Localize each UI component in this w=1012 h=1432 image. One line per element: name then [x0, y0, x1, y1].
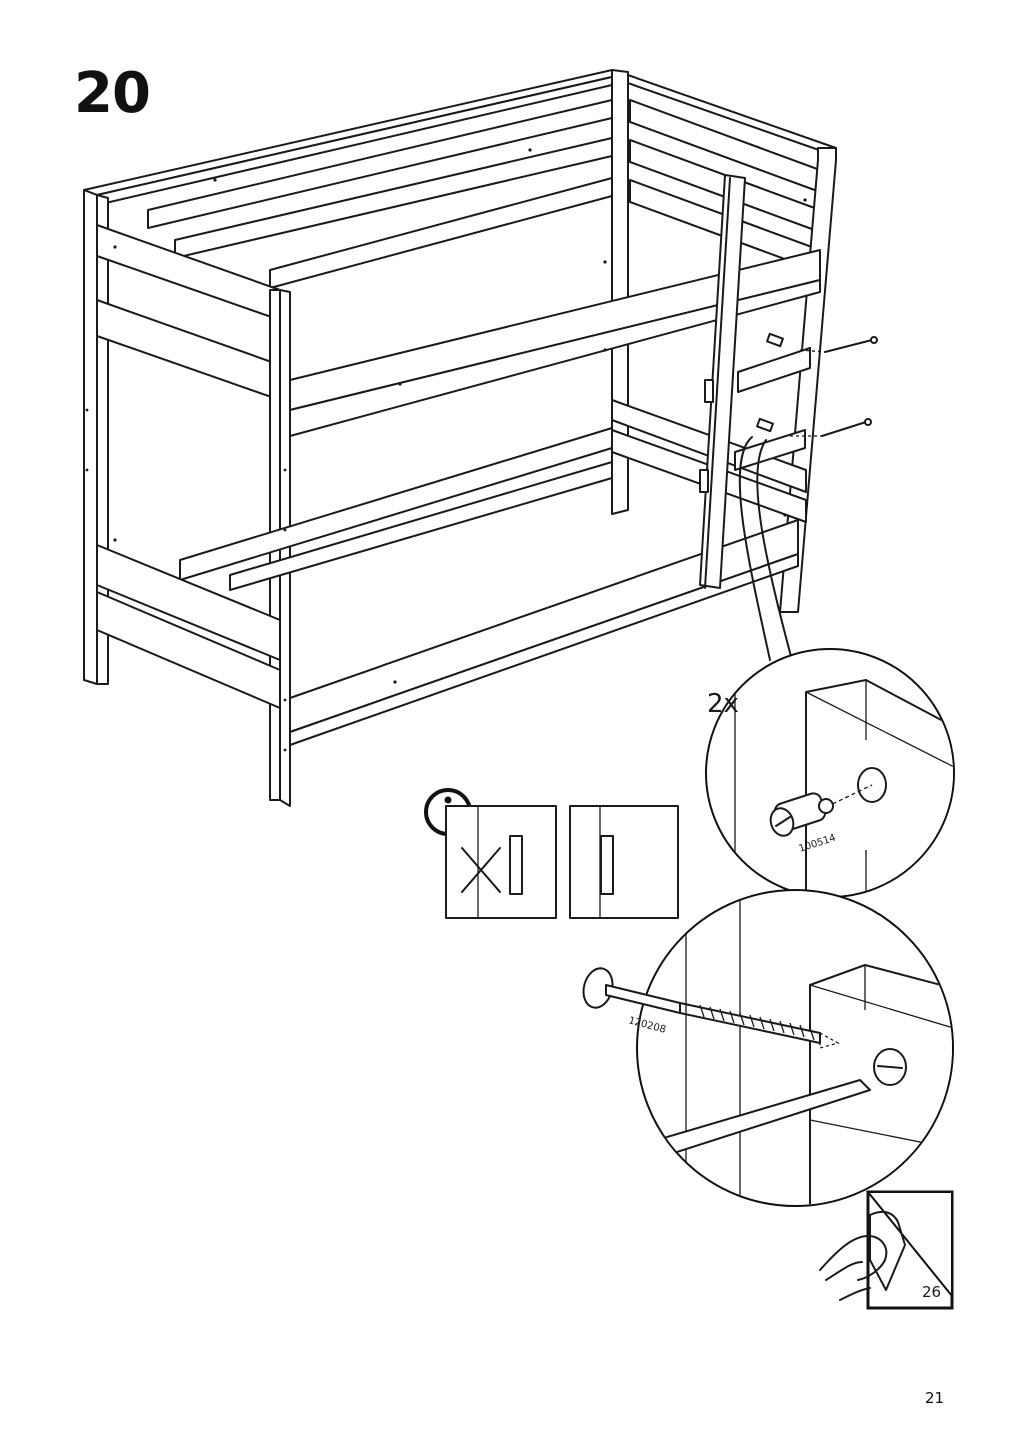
detail-barrel-nut [705, 648, 955, 898]
bunk-bed-drawing [83, 69, 878, 807]
page-reference: 26 [922, 1283, 941, 1301]
correct-orientation-panel [569, 805, 679, 919]
dowel-holes [85, 148, 807, 752]
page-turn-icon [819, 1190, 954, 1310]
incorrect-orientation-panel [445, 805, 557, 919]
bolt-icon [766, 332, 878, 353]
quantity-label: 2x [707, 689, 739, 719]
step-number: 20 [74, 61, 151, 126]
page-number: 21 [925, 1389, 945, 1407]
bolt-icon [756, 417, 872, 437]
detail-bolt-screwdriver [582, 889, 954, 1207]
